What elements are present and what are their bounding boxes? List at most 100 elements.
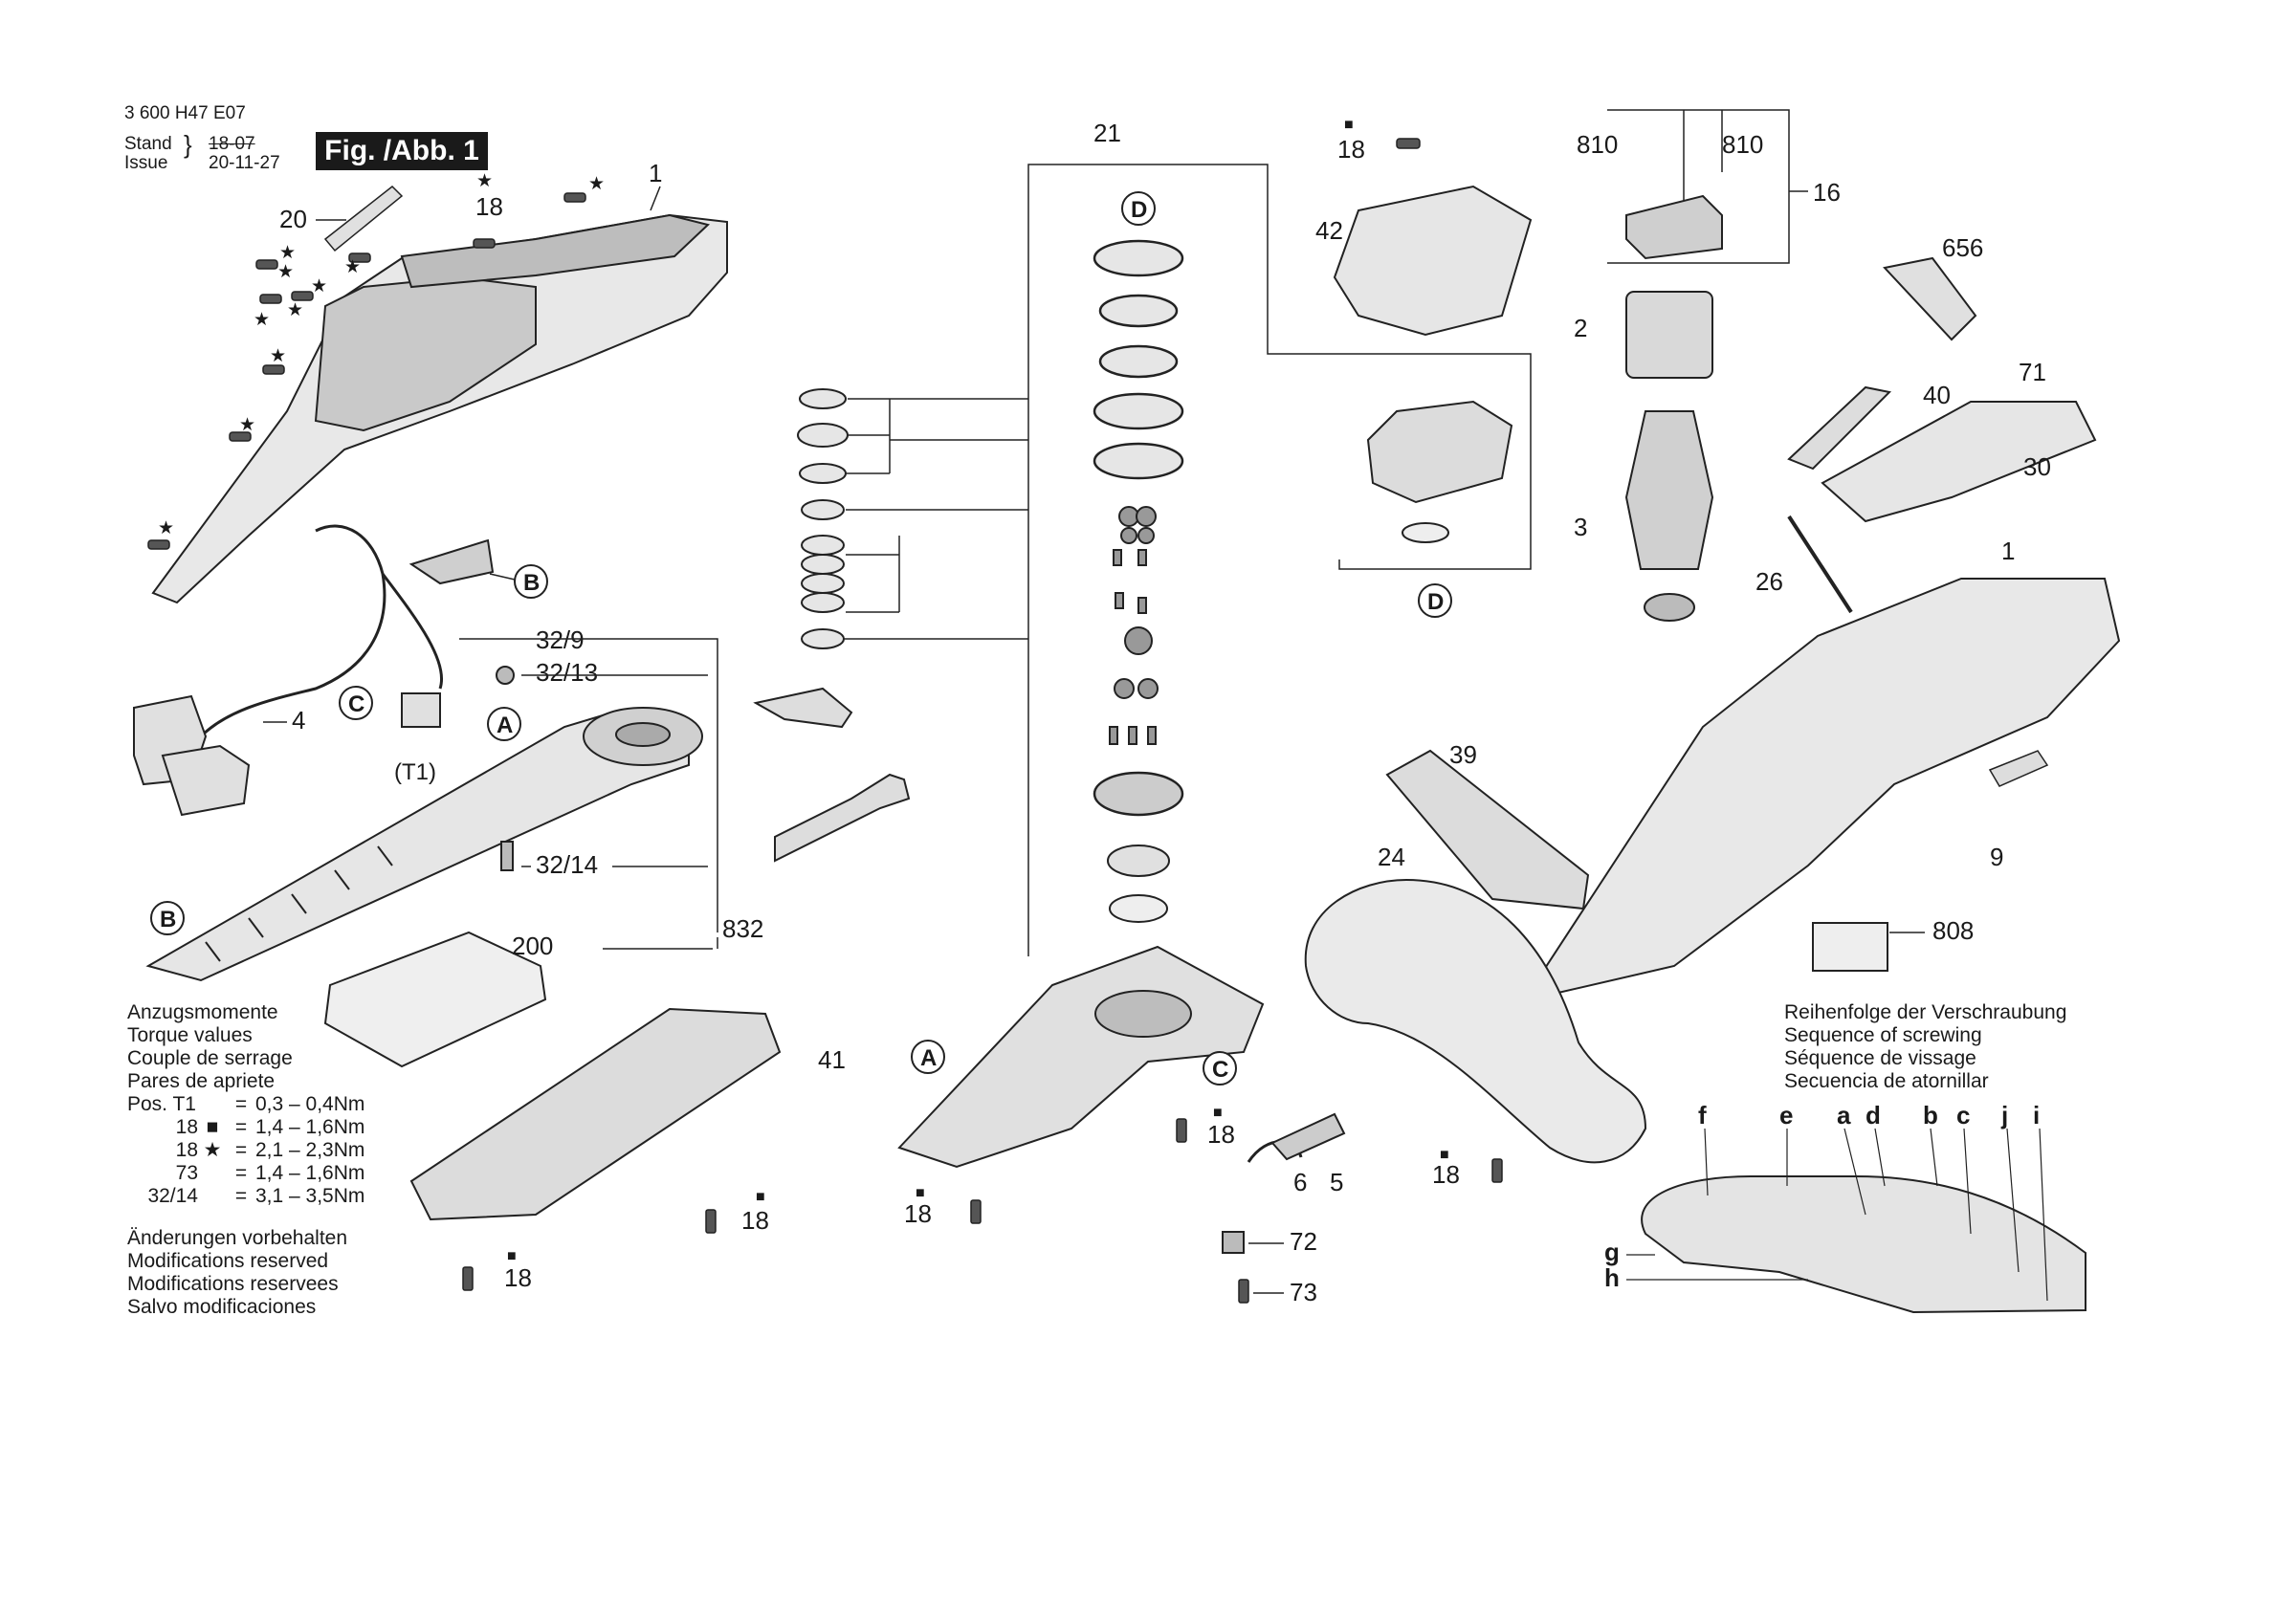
svg-text:★: ★ [311,276,327,296]
ref-b-marker-top [514,564,548,599]
label-9: 9 [1990,843,2003,871]
document-number: 3 600 H47 E07 [124,103,246,123]
stand-label: Stand [124,134,172,154]
svg-text:■: ■ [507,1248,517,1264]
gear-rings-stack [1093,239,1184,480]
label-3: 3 [1574,513,1587,541]
svg-text:d: d [1866,1101,1881,1130]
svg-text:★: ★ [476,171,493,191]
bearing-ring [1093,771,1184,817]
label-200: 200 [512,932,553,960]
label-20: 20 [279,205,307,233]
svg-text:★: ★ [287,300,303,320]
left-washer-stack [797,388,849,649]
ref-a-marker-left [487,707,521,741]
ref-c-label-center: C [1212,1057,1228,1083]
link-part [774,773,911,863]
svg-text:b: b [1923,1101,1938,1130]
label-71: 71 [2019,358,2046,386]
ref-d-marker-right [1418,583,1452,618]
label-18-center-b: 18 [904,1199,932,1228]
svg-text:j: j [2000,1101,2008,1130]
figure-label-badge: Fig. /Abb. 1 [316,132,488,170]
label-18-top-left: 18 [475,192,503,221]
screwing-title-fr: Séquence de vissage [1784,1047,1976,1069]
label-24: 24 [1378,843,1405,871]
cord-clamp-part-72 [1222,1231,1245,1254]
lever-part [753,687,853,729]
torque-values-block: Anzugsmomente Torque values Couple de se… [127,1001,399,1208]
label-30: 30 [2023,452,2051,481]
torque-title-en: Torque values [127,1024,253,1046]
ref-c-marker-left [339,686,373,720]
ref-d-label-right: D [1427,589,1444,615]
label-39: 39 [1449,740,1477,769]
rod-part-26 [1787,515,1853,614]
torque-title-es: Pares de apriete [127,1070,276,1092]
svg-text:★: ★ [254,310,270,330]
ref-a-marker-center [911,1040,945,1074]
label-16: 16 [1813,178,1841,207]
ref-c-marker-center [1203,1051,1237,1086]
label-18-lower-left-b: 18 [504,1263,532,1292]
svg-text:★: ★ [344,257,361,277]
terminal-t1 [401,692,441,728]
modifications-de: Änderungen vorbehalten [127,1227,348,1249]
svg-text:■: ■ [1440,1147,1449,1163]
label-810-right: 810 [1722,130,1763,159]
label-2: 2 [1574,314,1587,342]
ref-a-label-left: A [497,713,513,738]
screwing-title-es: Secuencia de atornillar [1784,1070,1989,1092]
torque-title-de: Anzugsmomente [127,1001,278,1023]
torque-row: 73 = 1,4 – 1,6Nm [175,1162,365,1184]
vent-grille-part-39 [1385,749,1590,910]
screws-square-center [970,1118,1249,1304]
label-18-top-center: 18 [1337,135,1365,164]
label-5: 5 [1330,1168,1343,1196]
torque-row: Pos. T1 = 0,3 – 0,4Nm [127,1093,365,1115]
label-1-left: 1 [649,159,662,187]
svg-text:a: a [1837,1101,1851,1130]
ref-c-label-left: C [348,691,364,717]
screws-star-left [147,192,586,550]
svg-text:g: g [1604,1238,1620,1266]
svg-text:★: ★ [279,243,296,263]
cable-switch-part-4 [199,524,443,738]
label-42: 42 [1315,216,1343,245]
label-32-13: 32/13 [536,658,598,687]
screws-square-lower-left [462,1209,717,1291]
label-26: 26 [1755,567,1783,596]
label-18-center-a: 18 [1207,1120,1235,1149]
svg-text:★: ★ [239,415,255,435]
motor-flange-part [1366,400,1513,504]
svg-text:★: ★ [588,174,605,194]
stand-date: 18-07 [209,134,255,154]
star-markers-left: ★ ★ ★ ★ ★ ★ ★ ★ ★ ★ ★ [158,171,605,538]
torque-row: 18 ★ = 2,1 – 2,3Nm [175,1139,365,1161]
modifications-es: Salvo modificaciones [127,1296,317,1318]
svg-text:h: h [1604,1263,1620,1292]
ref-d-label-top: D [1131,197,1147,223]
screwing-sequence-letters: f e a d b c j i g h [1604,1101,2040,1292]
torque-title-fr: Couple de serrage [127,1047,293,1069]
armature-part-3 [1624,410,1714,570]
lever-part-40 [1787,385,1892,471]
issue-date: 20-11-27 [209,153,280,173]
label-plate-part-808 [1812,922,1888,972]
part-20-strip [323,185,404,252]
screwing-title-de: Reihenfolge der Verschraubung [1784,1001,2067,1023]
label-t1: (T1) [394,759,436,785]
svg-text:★: ★ [277,262,294,282]
svg-text:■: ■ [1344,117,1354,133]
torque-row: 18 ■ = 1,4 – 1,6Nm [175,1116,365,1138]
blade-guard-part-200 [323,931,547,1068]
switch-body [133,694,251,817]
svg-text:★: ★ [158,518,174,538]
label-72: 72 [1290,1227,1317,1256]
label-18-right: 18 [1432,1160,1460,1189]
svg-text:i: i [2033,1101,2040,1130]
motor-cover-part-42 [1333,185,1533,337]
svg-text:f: f [1698,1101,1707,1130]
brush-holder-part-16 [1625,194,1723,260]
bracket-part-656 [1883,256,1977,341]
